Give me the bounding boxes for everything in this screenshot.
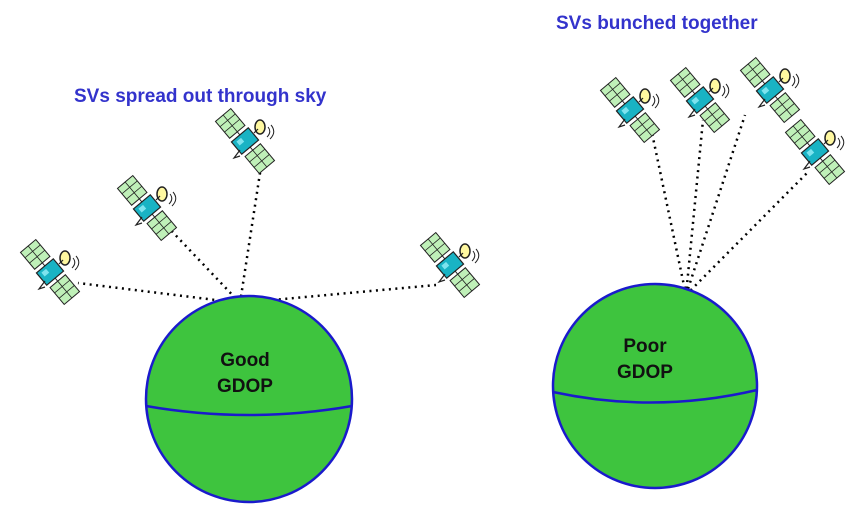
satellite-icon	[783, 118, 847, 186]
poor-gdop-line2: GDOP	[617, 362, 673, 383]
signal-line	[684, 114, 747, 296]
poor-gdop-line1: Poor	[623, 336, 667, 357]
signal-line	[685, 171, 809, 296]
good-gdop-line1: Good	[220, 350, 270, 371]
satellite-icon	[18, 238, 82, 306]
signal-line	[163, 222, 241, 304]
satellite-icon	[418, 231, 482, 299]
right-signal-lines	[650, 114, 809, 296]
caption-spread: SVs spread out through sky	[74, 86, 327, 107]
globe-icon	[551, 282, 759, 490]
signal-line	[77, 281, 241, 305]
satellite-icon	[213, 107, 277, 175]
satellite-icon	[115, 174, 179, 242]
signal-line	[238, 159, 264, 304]
satellite-icon	[738, 56, 802, 124]
caption-bunched: SVs bunched together	[556, 13, 758, 34]
satellite-icon	[668, 66, 732, 134]
globe-icon	[144, 294, 354, 504]
signal-line	[650, 132, 688, 296]
good-gdop-label: Good GDOP	[205, 348, 285, 400]
satellite-icon	[598, 76, 662, 144]
poor-gdop-label: Poor GDOP	[605, 334, 685, 386]
good-gdop-line2: GDOP	[217, 376, 273, 397]
